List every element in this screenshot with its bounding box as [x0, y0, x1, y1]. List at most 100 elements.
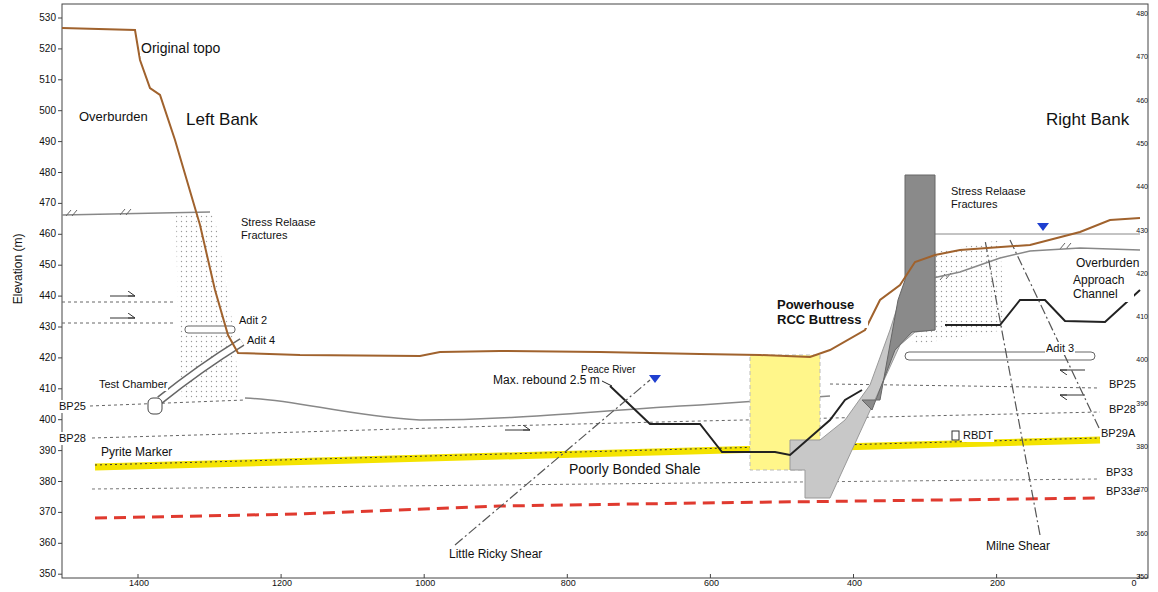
feature-label: Adit 3	[1045, 342, 1075, 355]
tick-label: 480	[1134, 10, 1149, 18]
axes	[58, 4, 1148, 578]
tick-mark	[996, 574, 997, 578]
tick-label: 1200	[261, 579, 303, 589]
tick-label: 490	[22, 136, 57, 148]
feature-label: Approach Channel	[1072, 274, 1134, 302]
feature-label: BP25	[58, 400, 87, 413]
tick-mark	[58, 265, 62, 266]
tick-mark	[58, 141, 62, 142]
tick-label: 410	[1134, 313, 1149, 321]
half-arrows	[110, 296, 1085, 430]
tick-mark	[710, 574, 711, 578]
tick-label: 0	[1113, 579, 1155, 589]
feature-label: Overburden	[78, 110, 149, 125]
tick-label: 470	[22, 197, 57, 209]
tick-mark	[58, 203, 62, 204]
tick-label: 480	[22, 167, 57, 179]
tick-label: 430	[1134, 227, 1149, 235]
axis-title: Elevation (m)	[12, 218, 26, 320]
feature-label: Milne Shear	[985, 540, 1051, 554]
feature-label: Adit 2	[238, 314, 268, 327]
tick-mark	[58, 296, 62, 297]
tick-label: 800	[547, 579, 589, 589]
powerhouse	[750, 175, 935, 498]
tick-mark	[58, 388, 62, 389]
tick-mark	[58, 79, 62, 80]
feature-label: BP33	[1105, 466, 1134, 479]
tick-mark	[281, 574, 282, 578]
tick-label: 530	[22, 12, 57, 24]
feature-label: Stress Relaase Fractures	[950, 185, 1034, 210]
tick-mark	[58, 419, 62, 420]
tick-mark	[567, 574, 568, 578]
feature-label: Poorly Bonded Shale	[568, 461, 702, 477]
tick-mark	[58, 327, 62, 328]
feature-label: Powerhouse RCC Buttress	[776, 298, 868, 328]
tick-mark	[58, 543, 62, 544]
tick-mark	[58, 234, 62, 235]
tick-label: 400	[834, 579, 876, 589]
tick-label: 430	[22, 321, 57, 333]
feature-label: Overburden	[1075, 257, 1140, 271]
tick-label: 370	[22, 506, 57, 518]
tick-mark	[58, 18, 62, 19]
feature-label: Pyrite Marker	[100, 446, 173, 460]
tick-label: 600	[690, 579, 732, 589]
tick-mark	[58, 450, 62, 451]
tick-label: 510	[22, 74, 57, 86]
feature-label: RBDT	[962, 429, 994, 442]
tick-label: 450	[22, 259, 57, 271]
feature-label: BP33e	[1105, 485, 1140, 498]
tick-mark	[58, 481, 62, 482]
tick-label: 400	[22, 414, 57, 426]
tick-label: 440	[1134, 183, 1149, 191]
tick-label: 390	[22, 445, 57, 457]
tick-mark	[58, 512, 62, 513]
tick-label: 350	[1134, 573, 1149, 581]
shear-lines	[455, 240, 1100, 545]
excavation-line	[602, 381, 862, 455]
tick-label: 520	[22, 43, 57, 55]
feature-label: Original topo	[140, 40, 221, 56]
tick-mark	[58, 48, 62, 49]
feature-label: BP28	[1108, 403, 1137, 416]
water-table	[649, 223, 1049, 383]
tick-label: 440	[22, 290, 57, 302]
feature-label: BP28	[58, 432, 87, 445]
feature-label: Right Bank	[1045, 110, 1130, 130]
tick-mark	[853, 574, 854, 578]
tick-label: 460	[22, 228, 57, 240]
tick-mark	[58, 357, 62, 358]
tick-mark	[58, 574, 62, 575]
tick-label: 400	[1134, 356, 1149, 364]
tick-label: 470	[1134, 53, 1149, 61]
tick-label: 420	[1134, 270, 1149, 278]
tick-label: 360	[1134, 530, 1149, 538]
feature-label: Stress Relaase Fractures	[240, 216, 324, 241]
tick-label: 360	[22, 537, 57, 549]
feature-label: BP25	[1108, 378, 1137, 391]
tick-label: 380	[1134, 443, 1149, 451]
feature-label: Adit 4	[246, 334, 276, 347]
tick-label: 450	[1134, 140, 1149, 148]
tick-mark	[138, 574, 139, 578]
adits	[148, 326, 1095, 440]
tick-label: 500	[22, 105, 57, 117]
tick-label: 420	[22, 352, 57, 364]
tick-label: 1000	[404, 579, 446, 589]
original-topo	[62, 28, 1140, 357]
tick-mark	[58, 110, 62, 111]
tick-mark	[58, 172, 62, 173]
feature-label: Test Chamber	[98, 378, 168, 391]
feature-label: Left Bank	[185, 110, 259, 130]
feature-label: Max. rebound 2.5 m	[492, 374, 601, 388]
tick-label: 200	[977, 579, 1019, 589]
tick-label: 410	[22, 383, 57, 395]
feature-label: BP29A	[1100, 427, 1136, 440]
tick-label: 350	[22, 568, 57, 580]
tick-label: 1400	[118, 579, 160, 589]
tick-label: 460	[1134, 97, 1149, 105]
feature-label: Little Ricky Shear	[448, 548, 543, 562]
